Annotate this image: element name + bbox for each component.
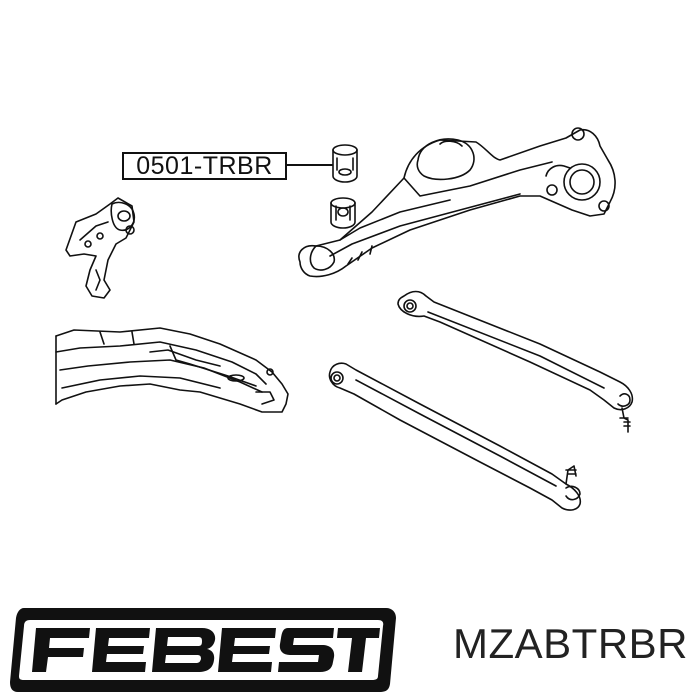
subframe-crossmember [55, 327, 289, 413]
febest-logo [10, 608, 396, 692]
mounting-bracket [65, 197, 136, 299]
bushing-exploded [330, 197, 356, 229]
lower-control-arm [298, 127, 616, 278]
part-number-callout: 0501-TRBR [122, 152, 287, 180]
bushing-assembled [332, 144, 358, 183]
part-number-text: 0501-TRBR [136, 152, 273, 180]
lateral-link-lower [328, 362, 582, 511]
part-code: MZABTRBR [453, 620, 688, 667]
lateral-link-upper [397, 290, 634, 433]
